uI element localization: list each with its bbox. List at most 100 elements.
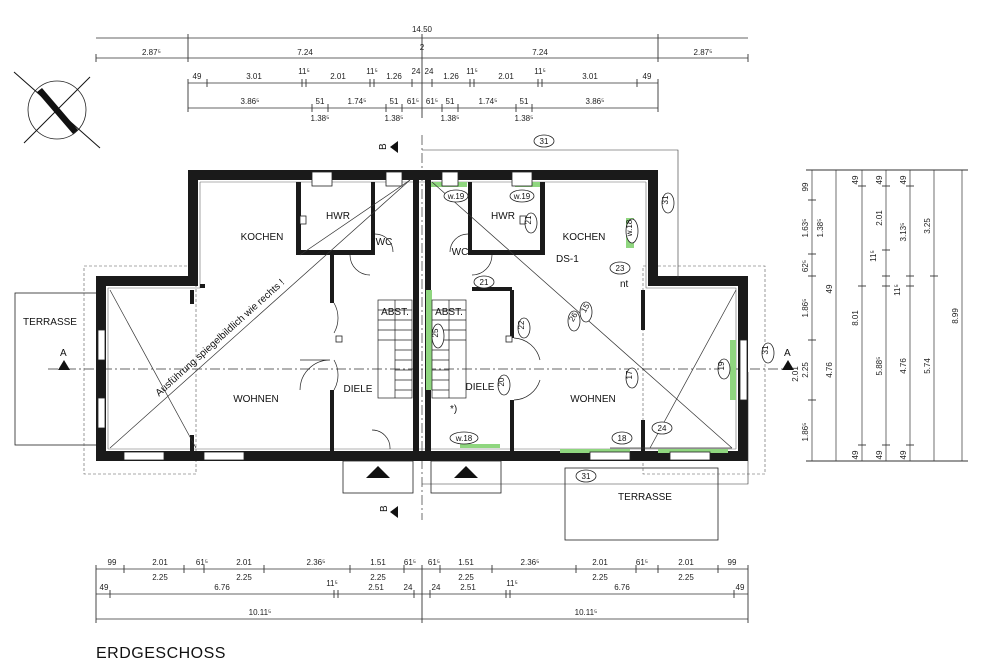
dim-top-mid-left: 7.24 bbox=[297, 48, 313, 57]
dim-label: 49 bbox=[193, 72, 202, 81]
room-abst-left: ABST. bbox=[381, 307, 409, 318]
dim-top-mid-right: 7.24 bbox=[532, 48, 548, 57]
section-b-top-label: B bbox=[378, 143, 389, 150]
dim-label: 2.25 bbox=[458, 573, 474, 582]
nt-label: nt bbox=[620, 279, 629, 290]
callout-line-31 bbox=[422, 149, 679, 278]
dim-label: 2.51 bbox=[460, 583, 476, 592]
dim-label: 24 bbox=[432, 583, 441, 592]
dim-label: 11⁵ bbox=[893, 284, 902, 296]
dim-label: 2.01 bbox=[875, 210, 884, 226]
ds-label: DS-1 bbox=[556, 254, 579, 265]
entrance-left bbox=[342, 460, 414, 494]
dim-label: 1.26 bbox=[443, 72, 459, 81]
windows bbox=[97, 171, 748, 461]
dim-label: 51 bbox=[390, 97, 399, 106]
section-line-a bbox=[48, 360, 794, 370]
dim-label: 2.25 bbox=[236, 573, 252, 582]
tag-25: 25 bbox=[431, 328, 440, 337]
room-diele-right: DIELE bbox=[466, 382, 495, 393]
dim-label: 11⁵ bbox=[466, 67, 478, 76]
dim-label: 51 bbox=[446, 97, 455, 106]
roof-overhang-right bbox=[642, 265, 766, 475]
dim-label: 3.86⁵ bbox=[586, 97, 605, 106]
dim-label: 24 bbox=[412, 67, 421, 76]
dim-label: 2.01 bbox=[498, 72, 514, 81]
dim-label: 8.01 bbox=[851, 310, 860, 326]
dim-label: 2.25 bbox=[370, 573, 386, 582]
dim-label: 11⁵ bbox=[298, 67, 310, 76]
dim-label: 49 bbox=[643, 72, 652, 81]
dim-label: 2.25 bbox=[152, 573, 168, 582]
page-title: ERDGESCHOSS bbox=[96, 645, 226, 662]
dim-label: 5.88⁵ bbox=[875, 357, 884, 376]
dim-label: 11⁵ bbox=[869, 250, 878, 262]
dim-label: 49 bbox=[875, 450, 884, 459]
dim-top-left-outer: 2.87⁵ bbox=[142, 48, 161, 57]
entrance-arrow-icon bbox=[454, 466, 478, 478]
dim-label: 1.38⁵ bbox=[816, 219, 825, 238]
dim-label: 51 bbox=[520, 97, 529, 106]
room-terrasse-left: TERRASSE bbox=[23, 317, 77, 328]
right-dimensions: 99 1.63⁵ 62⁵ 1.86⁵ 2.25 2.01 1.86⁵ 1.38⁵… bbox=[791, 169, 968, 462]
fixtures bbox=[299, 215, 527, 343]
callout-line-31-bottom bbox=[422, 372, 749, 485]
tag-31: 31 bbox=[582, 472, 591, 481]
dim-label: 61⁵ bbox=[636, 558, 648, 567]
room-wc-right: WC bbox=[452, 247, 469, 258]
tag-21: 21 bbox=[524, 215, 533, 224]
tag-22: 22 bbox=[517, 320, 526, 329]
dim-label: 2.01 bbox=[592, 558, 608, 567]
footnote-star: *) bbox=[450, 404, 457, 415]
dim-label: 1.86⁵ bbox=[801, 299, 810, 318]
entrance-right bbox=[430, 460, 502, 494]
dim-label: 4.76 bbox=[899, 358, 908, 374]
tag-21: 21 bbox=[480, 278, 489, 287]
dim-label: 10.11⁵ bbox=[575, 608, 598, 617]
tag-31: 31 bbox=[661, 195, 670, 204]
dim-label: 61⁵ bbox=[428, 558, 440, 567]
tag-w18: w.18 bbox=[625, 219, 634, 237]
tag-31: 31 bbox=[761, 345, 770, 354]
dim-label: 3.13⁵ bbox=[899, 223, 908, 242]
dim-label: 1.38⁵ bbox=[385, 114, 404, 123]
dim-label: 3.25 bbox=[923, 218, 932, 234]
dim-label: 6.76 bbox=[214, 583, 230, 592]
dim-label: 99 bbox=[801, 182, 810, 191]
dim-label: 3.01 bbox=[246, 72, 262, 81]
dim-label: 1.86⁵ bbox=[801, 423, 810, 442]
dim-label: 11⁵ bbox=[506, 579, 518, 588]
dim-label: 4.76 bbox=[825, 362, 834, 378]
dim-label: 61⁵ bbox=[404, 558, 416, 567]
dim-label: 2.51 bbox=[368, 583, 384, 592]
dim-label: 61⁵ bbox=[196, 558, 208, 567]
tag-w18: w.18 bbox=[455, 434, 473, 443]
stair-right bbox=[431, 299, 467, 399]
dim-label: 1.38⁵ bbox=[441, 114, 460, 123]
dim-label: 99 bbox=[108, 558, 117, 567]
dim-label: 61⁵ bbox=[426, 97, 438, 106]
room-wohnen-right: WOHNEN bbox=[570, 394, 616, 405]
dim-label: 1.26 bbox=[386, 72, 402, 81]
tag-18: 18 bbox=[618, 434, 627, 443]
tag-17: 17 bbox=[625, 370, 634, 379]
dim-label: 5.74 bbox=[923, 358, 932, 374]
room-wc-left: WC bbox=[376, 237, 393, 248]
tag-w19: w.19 bbox=[447, 192, 465, 201]
section-a-right-label: A bbox=[784, 348, 791, 359]
dim-label: 2.01 bbox=[152, 558, 168, 567]
callout-tags: w.19 w.19 w.18 w.18 25 21 21 22 20 26 15… bbox=[431, 134, 775, 483]
dim-label: 2.36⁵ bbox=[307, 558, 326, 567]
dim-label: 1.74⁵ bbox=[479, 97, 498, 106]
dim-top-right-outer: 2.87⁵ bbox=[694, 48, 713, 57]
north-arrow-icon bbox=[13, 71, 101, 149]
dim-label: 49 bbox=[875, 175, 884, 184]
roof-overhang-left bbox=[83, 265, 197, 475]
dim-label: 24 bbox=[404, 583, 413, 592]
dim-label: 2.01 bbox=[236, 558, 252, 567]
dim-label: 24 bbox=[425, 67, 434, 76]
dim-label: 2.25 bbox=[801, 362, 810, 378]
dim-label: 2.25 bbox=[592, 573, 608, 582]
dim-label: 6.76 bbox=[614, 583, 630, 592]
tag-24: 24 bbox=[658, 424, 667, 433]
